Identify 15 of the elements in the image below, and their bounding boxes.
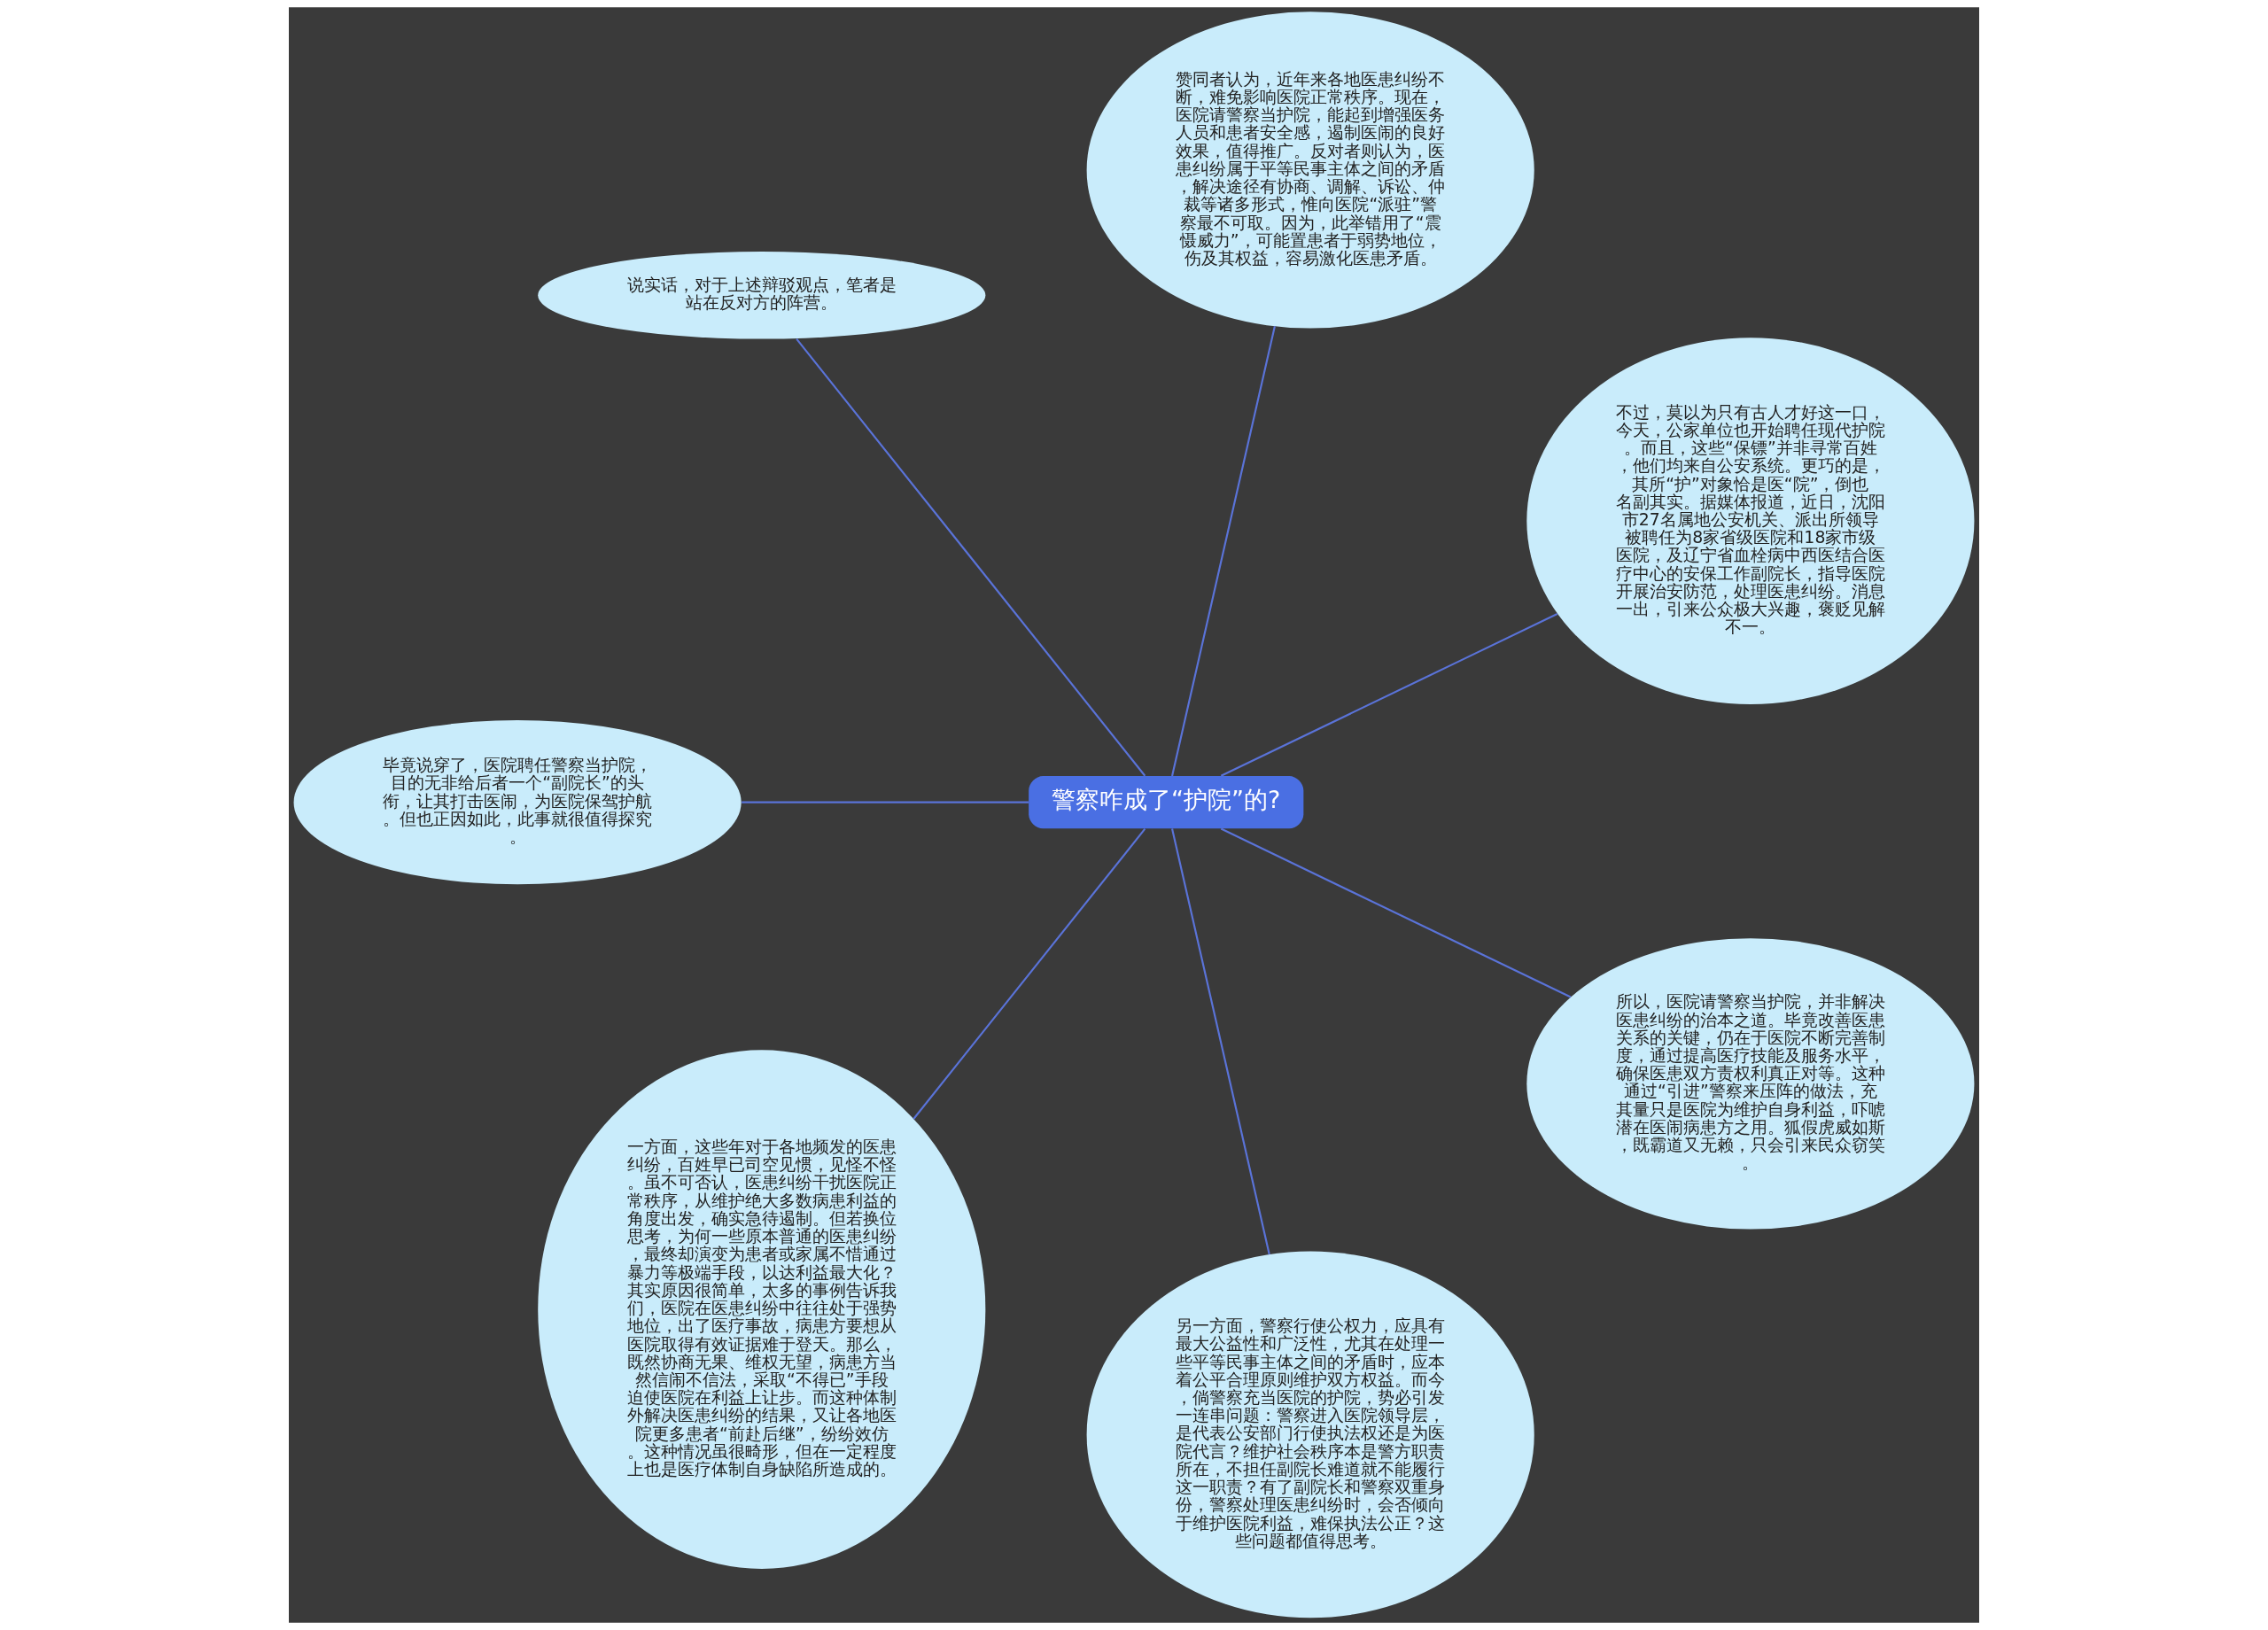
node-ellipse: 毕竟说穿了，医院聘任警察当护院，目的无非给后者一个“副院长”的头衔，让其打击医闹，为医院保驾护航。但也正因如此，此事就很值得探究。: [293, 720, 742, 885]
connector: [1220, 827, 1572, 998]
node-ellipse: 不过，莫以为只有古人才好这一口，今天，公家单位也开始聘任现代护院。而且，这些“保镖”并非寻常百姓，他们均来自公安系统。更巧的是，其所“护”对象恰是医“院”，倒也名副其实。据媒体报道，近日，沈阳市27名属地公安机关、派出所领导被聘任为8家省级医院和18家市级医院，及辽宁省血栓病中西医结合医疗中心的安保工作副院长，指导医院开展治安防范，处理医患纠纷。消息一出，引来公众极大兴趣，褒贬见解不一。: [1526, 338, 1975, 704]
node-ellipse: 一方面，这些年对于各地频发的医患纠纷，百姓早已司空见惯，见怪不怪。虽不可否认，医患纠纷干扰医院正常秩序，从维护绝大多数病患利益的角度出发，确实急待遏制。但若换位思考，为何一些原本普通的医患纠纷，最终却演变为患者或家属不惜通过暴力等极端手段，以达利益最大化？其实原因很简单，太多的事例告诉我们，医院在医患纠纷中往往处于强势地位，出了医疗事故，病患方要想从医院取得有效证据难于登天。那么，既然协商无果、维权无望，病患方当然信闹不信法，采取“不得已”手段迫使医院在利益上让步。而这种体制外解决医患纠纷的结果，又让各地医院更多患者“前赴后继”，纷纷效仿。这种情况虽很畸形，但在一定程度上也是医疗体制自身缺陷所造成的。: [538, 1050, 986, 1569]
node-ellipse: 说实话，对于上述辩驳观点，笔者是站在反对方的阵营。: [538, 252, 986, 339]
connector: [1220, 613, 1558, 777]
connector: [1171, 326, 1276, 777]
node-ellipse: 另一方面，警察行使公权力，应具有最大公益性和广泛性，尤其在处理一些平等民事主体之间的矛盾时，应本着公平合理原则维护双方权益。而今，倘警察充当医院的护院，势必引发一连串问题：警察进入医院领导层，是代表公安部门行使执法权还是为医院代言？维护社会秩序本是警方职责所在，不担任副院长难道就不能履行这一职责？有了副院长和警察双重身份，警察处理医患纠纷时，会否倾向于维护医院利益，难保执法公正？这些问题都值得思考。: [1086, 1251, 1534, 1618]
connector: [913, 828, 1146, 1120]
connector: [1171, 828, 1270, 1255]
connector: [742, 801, 1029, 803]
node-ellipse: 赞同者认为，近年来各地医患纠纷不断，难免影响医院正常秩序。现在，医院请警察当护院，能起到增强医务人员和患者安全感，遏制医闹的良好效果，值得推广。反对者则认为，医患纠纷属于平等民事主体之间的矛盾，解决途径有协商、调解、诉讼、仲裁等诸多形式，惟向医院“派驻”警察最不可取。因为，此举错用了“震慑威力”，可能置患者于弱势地位，伤及其权益，容易激化医患矛盾。: [1086, 12, 1534, 329]
connector: [796, 338, 1146, 777]
node-ellipse: 所以，医院请警察当护院，并非解决医患纠纷的治本之道。毕竟改善医患关系的关键，仍在于医院不断完善制度，通过提高医疗技能及服务水平，确保医患双方责权利真正对等。这种通过“引进”警察来压阵的做法，充其量只是医院为维护自身利益，吓唬潜在医闹病患方之用。狐假虎威如斯，既霸道又无赖，只会引来民众窃笑。: [1526, 938, 1975, 1230]
node-box: 警察咋成了“护院”的?: [1029, 776, 1304, 829]
